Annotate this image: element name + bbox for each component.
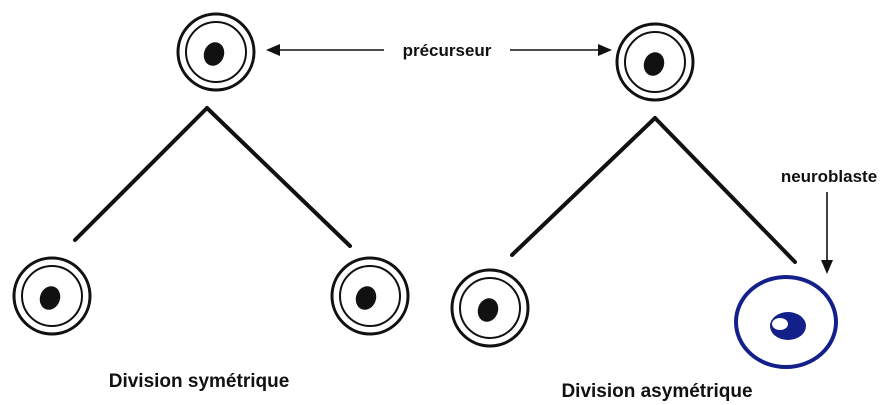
- precursor-right-nucleus: [643, 52, 665, 76]
- asymmetric-left-branch: [510, 116, 657, 257]
- daughter-cell-symmetric-right: [330, 256, 410, 336]
- asymmetric-division-group: Division asymétrique: [450, 22, 838, 402]
- precursor-label: précurseur: [403, 41, 492, 60]
- precursor-cell-left: [176, 12, 256, 92]
- arrow-left-head-icon: [266, 44, 280, 56]
- symmetric-division-label: Division symétrique: [109, 371, 290, 392]
- daughter-cell-symmetric-left: [12, 256, 92, 336]
- neuroblast-label: neuroblaste: [781, 167, 877, 186]
- precursor-arrow: précurseur: [266, 41, 612, 60]
- precursor-cell-right: [615, 22, 695, 102]
- neuroblast-annotation: neuroblaste: [781, 167, 877, 274]
- arrow-right-head-icon: [598, 44, 612, 56]
- precursor-left-nucleus: [203, 42, 225, 66]
- neuroblast-cell: [734, 275, 838, 369]
- neuroblast-nucleolus: [772, 318, 788, 330]
- asymmetric-division-label: Division asymétrique: [561, 381, 752, 402]
- arrow-down-head-icon: [821, 260, 833, 274]
- symmetric-right-branch: [205, 106, 352, 248]
- daughter-cell-asymmetric-left: [450, 268, 530, 348]
- symmetric-left-branch: [73, 106, 209, 242]
- asymmetric-right-branch: [653, 116, 797, 264]
- symmetric-division-group: Division symétrique: [12, 12, 410, 392]
